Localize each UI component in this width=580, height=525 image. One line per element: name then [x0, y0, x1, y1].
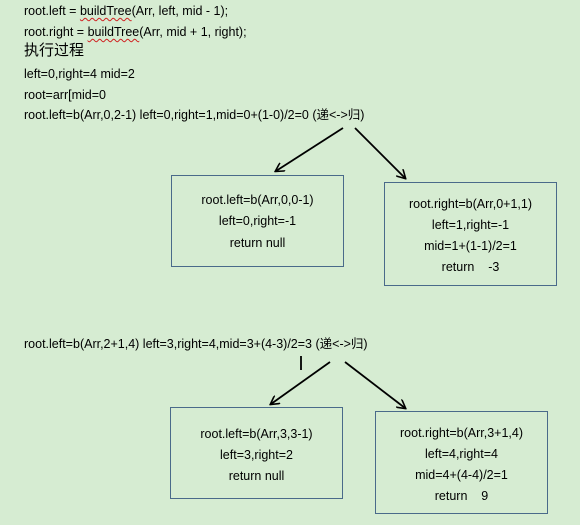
- tree2-left-box: root.left=b(Arr,3,3-1) left=3,right=2 re…: [170, 407, 343, 499]
- tree1-right-line-4: return -3: [441, 260, 500, 274]
- tree2-left-line-1: root.left=b(Arr,3,3-1): [200, 427, 313, 441]
- tree1-right-line-2: left=1,right=-1: [431, 218, 510, 232]
- step-line-1: left=0,right=4 mid=2: [24, 67, 135, 81]
- tree2-right-line-1: root.right=b(Arr,3+1,4): [400, 426, 523, 440]
- step-line-2: root=arr[mid=0: [24, 88, 106, 102]
- heading: 执行过程: [24, 42, 85, 59]
- tree1-left-line-3: return null: [229, 236, 286, 250]
- left-call-func: buildTree: [79, 4, 132, 18]
- code-line-right-call: root.right = buildTree(Arr, mid + 1, rig…: [24, 24, 247, 40]
- left-call-args: (Arr, left, mid - 1);: [131, 4, 229, 18]
- tree2-arrow-left: [271, 361, 331, 404]
- tree1-left-line-1: root.left=b(Arr,0,0-1): [201, 193, 314, 207]
- tree2-right-box: root.right=b(Arr,3+1,4) left=4,right=4 m…: [375, 411, 548, 514]
- tree1-left-box: root.left=b(Arr,0,0-1) left=0,right=-1 r…: [171, 175, 344, 267]
- tree1-left-line-2: left=0,right=-1: [218, 214, 297, 228]
- right-call-args: (Arr, mid + 1, right);: [139, 25, 247, 39]
- tree1-right-line-3: mid=1+(1-1)/2=1: [424, 239, 517, 253]
- tree1-right-line-1: root.right=b(Arr,0+1,1): [409, 197, 532, 211]
- tree2-left-line-2: left=3,right=2: [220, 448, 293, 462]
- tree1-arrow-right: [354, 127, 405, 178]
- tree2-arrow-right: [344, 361, 405, 408]
- step2-line: root.left=b(Arr,2+1,4) left=3,right=4,mi…: [24, 337, 368, 351]
- right-call-target: root.right =: [24, 25, 88, 39]
- code-line-left-call: root.left = buildTree(Arr, left, mid - 1…: [24, 3, 228, 19]
- tree1-arrow-left: [276, 127, 344, 171]
- tree2-left-line-3: return null: [228, 469, 285, 483]
- tree2-right-line-4: return 9: [434, 489, 489, 503]
- step-line-3: root.left=b(Arr,0,2-1) left=0,right=1,mi…: [24, 108, 365, 122]
- right-call-func: buildTree: [87, 25, 140, 39]
- tree2-right-line-2: left=4,right=4: [425, 447, 498, 461]
- tree2-right-line-3: mid=4+(4-4)/2=1: [415, 468, 508, 482]
- left-call-target: root.left =: [24, 4, 80, 18]
- tree1-right-box: root.right=b(Arr,0+1,1) left=1,right=-1 …: [384, 182, 557, 286]
